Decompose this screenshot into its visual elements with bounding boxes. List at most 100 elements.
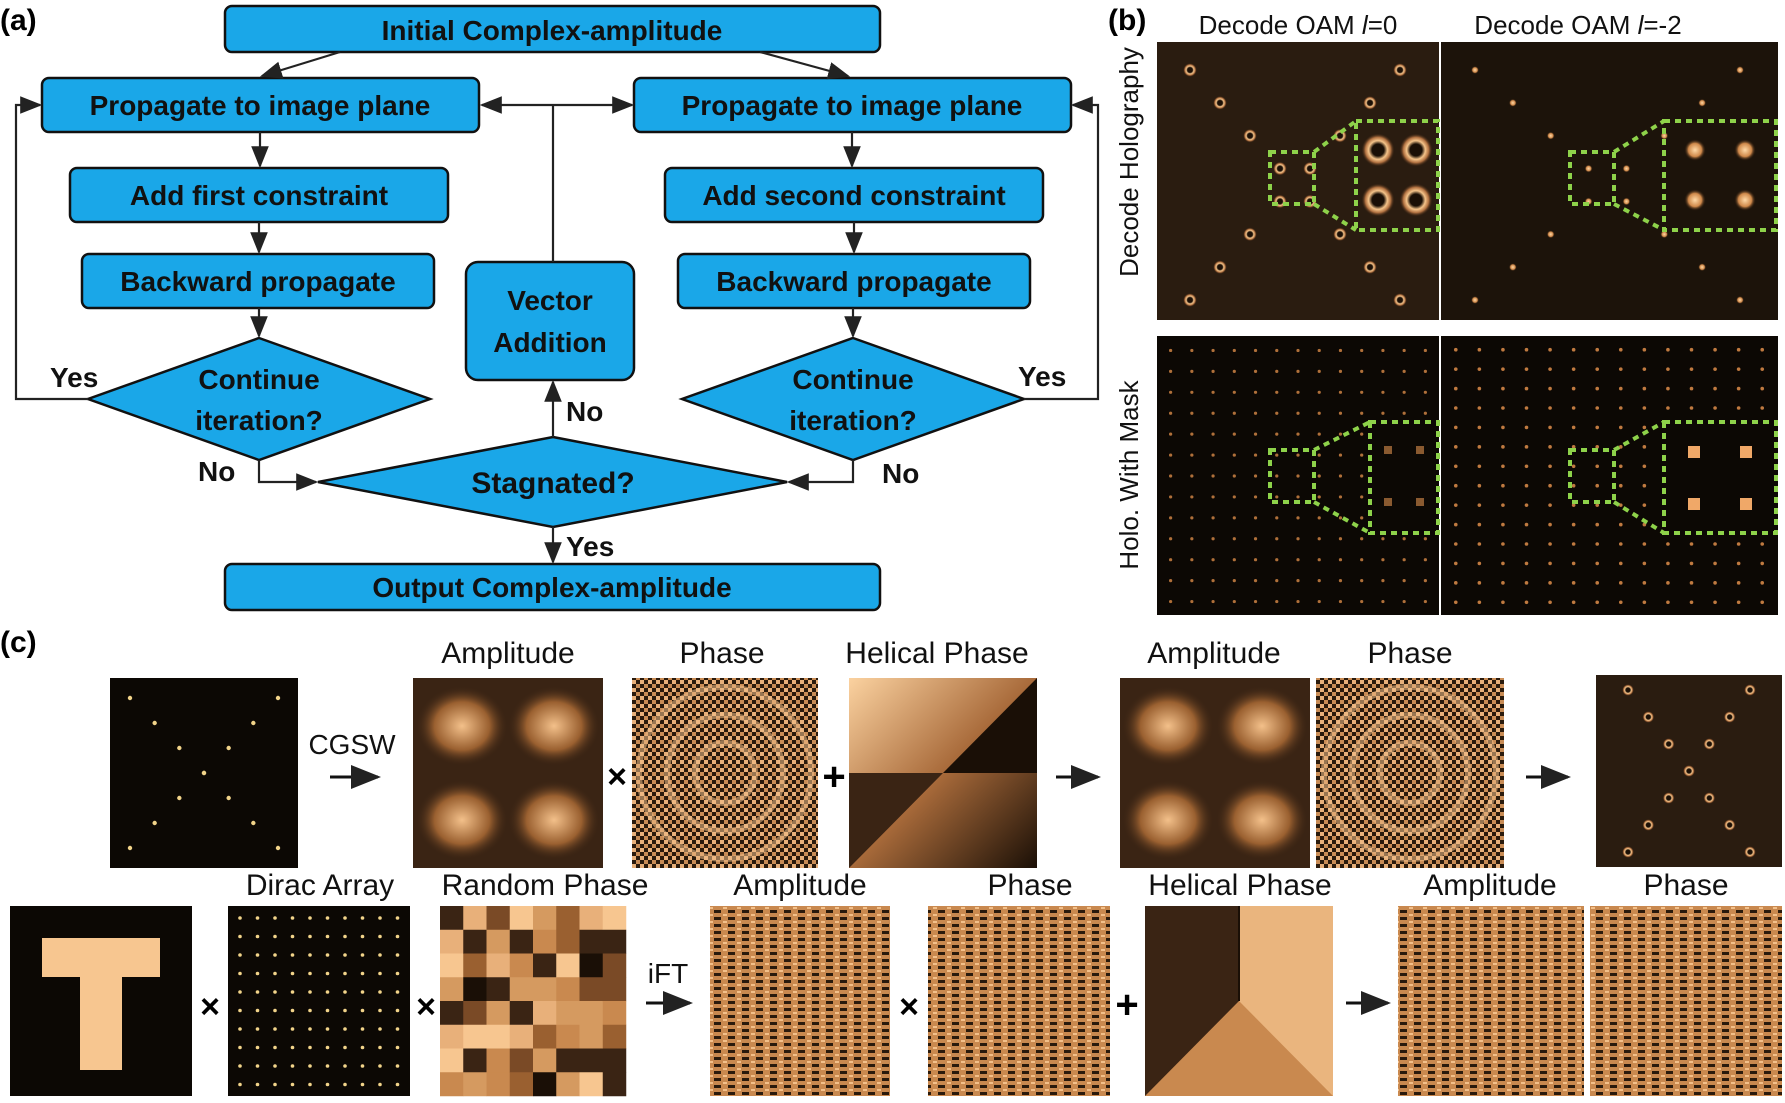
mask-spot	[1453, 503, 1458, 507]
mask-spot	[1666, 386, 1670, 391]
mask-spot	[1453, 483, 1458, 488]
mask-spot	[1548, 464, 1552, 469]
panel-a-label: (a)	[0, 4, 37, 37]
dirac-dot	[343, 990, 347, 994]
result-ring	[1622, 846, 1634, 858]
mask-spot	[1595, 503, 1600, 507]
yes-center-label: Yes	[566, 531, 614, 562]
holo-spot	[1660, 230, 1669, 239]
holo-spot	[1183, 63, 1197, 77]
svg-text:iteration?: iteration?	[195, 405, 323, 436]
result-ring	[1622, 684, 1634, 696]
mask-spot	[1402, 411, 1406, 415]
mask-spot	[1595, 406, 1600, 410]
mask-spot	[1453, 425, 1458, 430]
mask-spot	[1317, 432, 1321, 436]
random-phase-cell	[509, 1048, 534, 1073]
mask-spot	[1618, 425, 1623, 430]
random-phase-cell	[533, 1048, 557, 1073]
mask-spot	[1190, 474, 1194, 478]
mask-spot	[1618, 503, 1623, 507]
dirac-dot	[378, 1027, 382, 1031]
mask-spot	[1595, 464, 1600, 469]
mask-spot	[1524, 367, 1529, 371]
dirac-dot	[238, 1008, 242, 1013]
helical-bottom-label: Helical Phase	[1148, 869, 1331, 902]
mask-spot	[1736, 542, 1741, 546]
random-phase-cell	[533, 977, 557, 1002]
random-phase-cell	[533, 1072, 557, 1097]
dirac-dot	[360, 990, 365, 994]
mask-spot	[1524, 464, 1529, 469]
mask-spot	[1253, 453, 1258, 457]
holo-spot	[1273, 161, 1287, 176]
result-ring	[1642, 819, 1655, 831]
mask-spot	[1423, 348, 1427, 353]
mask-spot	[1595, 425, 1600, 430]
yes-right-label: Yes	[1018, 361, 1066, 392]
dirac-dot	[273, 1027, 277, 1031]
mask-spot	[1477, 464, 1482, 469]
dirac-dot	[343, 1045, 347, 1050]
mask-spot	[1253, 390, 1258, 394]
random-phase-cell	[556, 1048, 580, 1073]
mask-spot	[1253, 599, 1258, 604]
mask-spot	[1642, 445, 1647, 449]
dirac-dot	[255, 1082, 260, 1087]
mask-spot	[1253, 558, 1258, 562]
random-phase-cell	[440, 1072, 464, 1097]
dirac-dot	[360, 1064, 365, 1068]
mask-spot	[1232, 348, 1236, 353]
random-phase-cell	[509, 1072, 534, 1097]
mask-spot	[1666, 581, 1670, 585]
dirac-dot	[343, 916, 347, 920]
mask-spot	[1338, 390, 1343, 394]
mask-spot	[1190, 495, 1194, 499]
mask-spot	[1477, 347, 1482, 352]
mask-spot	[1360, 599, 1364, 604]
mask-spot	[1338, 474, 1343, 478]
dirac-dot	[325, 1045, 330, 1050]
mask-spot	[1736, 406, 1741, 410]
mask-spot	[1595, 522, 1600, 527]
mask-spot	[1317, 369, 1321, 373]
mask-spot	[1360, 558, 1364, 562]
mask-spot	[1524, 503, 1529, 507]
mask-spot	[1232, 432, 1236, 436]
random-phase-cell	[556, 1024, 580, 1049]
mask-spot	[1548, 542, 1552, 546]
mask-spot	[1296, 348, 1300, 353]
panel-c-label: (c)	[0, 626, 37, 659]
random-phase-cell	[509, 906, 534, 930]
mask-spot	[1736, 600, 1741, 605]
dirac-dot	[290, 990, 295, 994]
mask-spot	[1169, 411, 1173, 415]
mask-spot	[1618, 464, 1623, 469]
mask-spot	[1169, 599, 1173, 604]
holo-spot	[1622, 164, 1631, 173]
mask-spot	[1642, 561, 1647, 566]
mask-spot	[1232, 516, 1236, 520]
dirac-dot	[273, 971, 277, 976]
dirac-dot	[395, 953, 400, 957]
mask-spot	[1548, 406, 1552, 410]
mask-spot	[1618, 386, 1623, 391]
connectors	[14, 50, 1100, 565]
mask-spot	[1317, 411, 1321, 415]
dirac-dot	[360, 1027, 365, 1031]
mask-spot	[1296, 599, 1300, 604]
random-phase-cell	[486, 929, 510, 954]
amp-bottom2-image	[1398, 906, 1584, 1096]
mask-spot	[1338, 558, 1343, 562]
mask-spot	[1296, 369, 1300, 373]
random-phase-cell	[440, 929, 464, 954]
phase-top-rings	[636, 684, 814, 862]
cgsw-label: CGSW	[308, 729, 396, 760]
dirac-dot	[360, 916, 365, 920]
mask-spot	[1232, 599, 1236, 604]
random-phase-cell	[463, 1001, 487, 1025]
svg-text:Output Complex-amplitude: Output Complex-amplitude	[372, 572, 731, 603]
holo-spot	[1508, 98, 1517, 107]
target-dot	[226, 795, 231, 801]
